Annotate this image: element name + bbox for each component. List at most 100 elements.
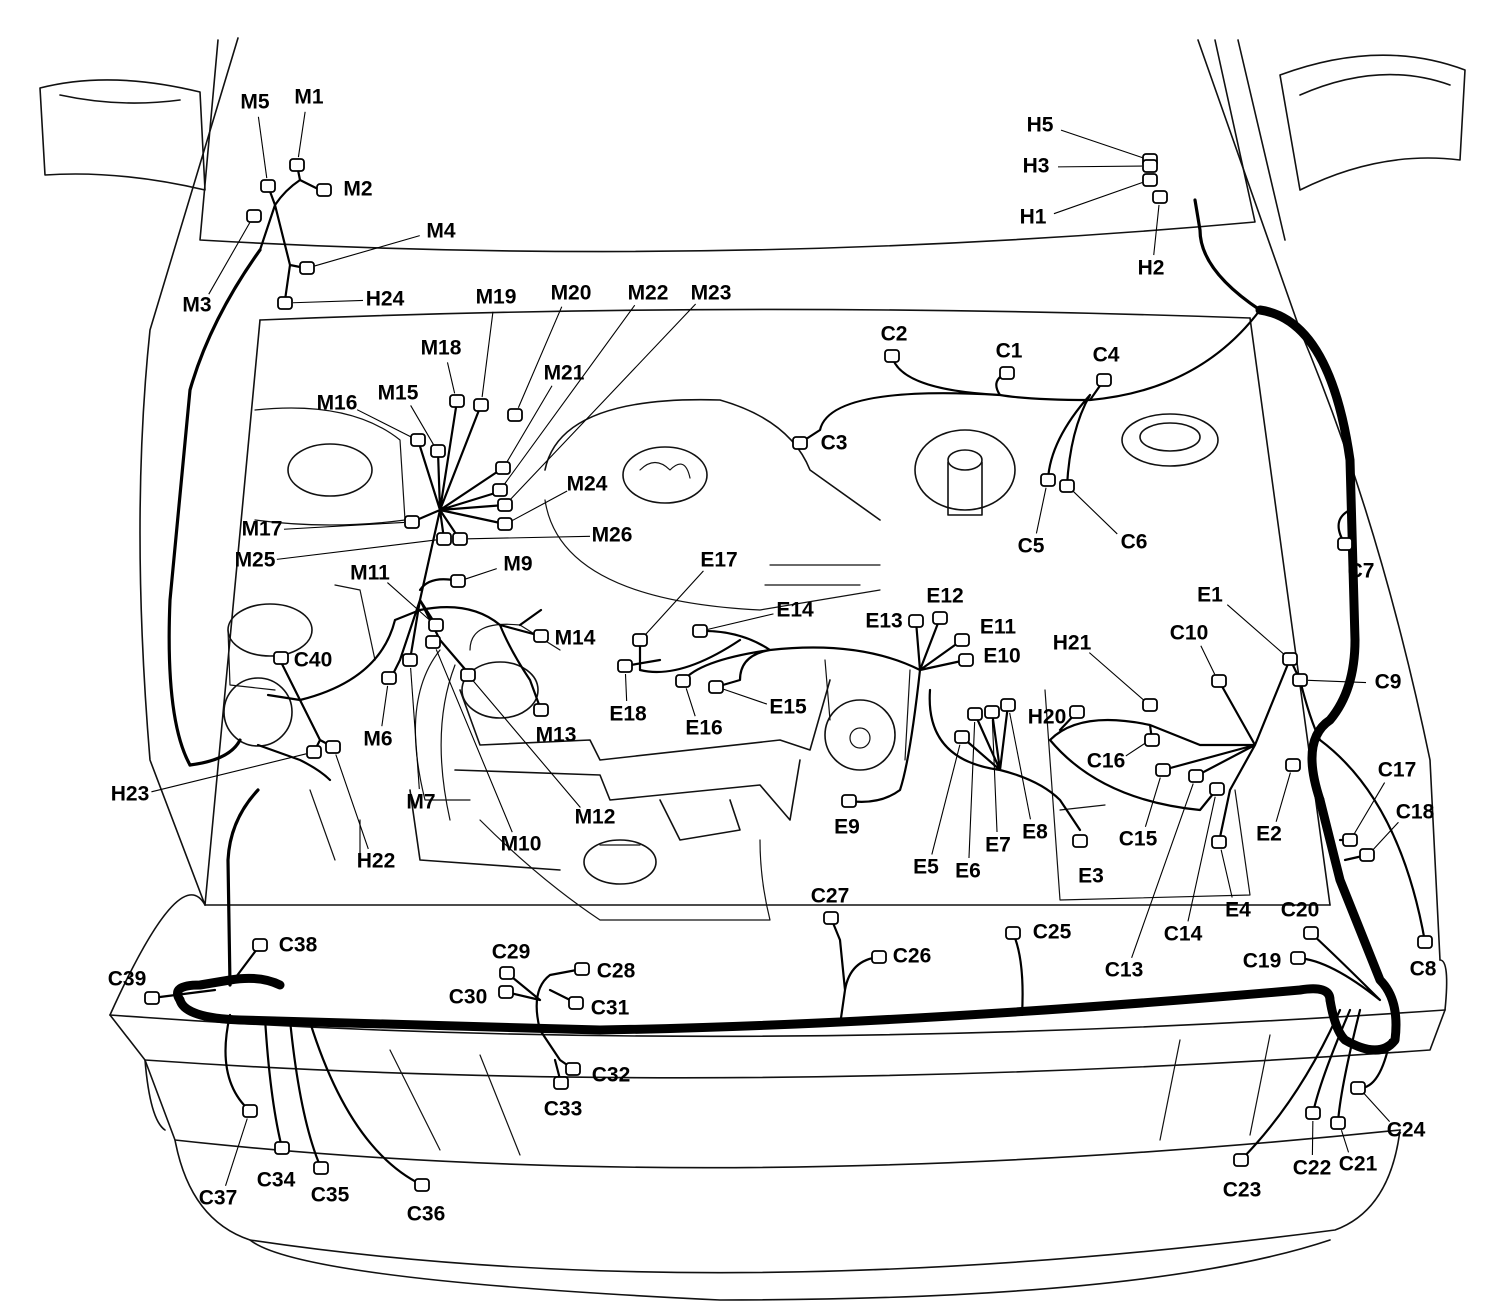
connector-c22 [1305, 1106, 1321, 1120]
leader-m15 [410, 405, 434, 445]
left-mirror [39, 79, 206, 191]
connector-c3 [792, 436, 808, 450]
leader-c24 [1363, 1092, 1391, 1123]
label-h1: H1 [1020, 206, 1047, 229]
connector-c10 [1211, 674, 1227, 688]
callout-leaders [151, 111, 1399, 1187]
connector-m12 [460, 668, 476, 682]
leader-c13 [1131, 783, 1194, 959]
label-c5: C5 [1018, 535, 1045, 558]
label-e5: E5 [913, 856, 939, 879]
leader-c10 [1200, 645, 1216, 675]
left-strut-tower [287, 443, 373, 497]
right-mirror [1279, 54, 1466, 191]
label-e6: E6 [955, 860, 981, 883]
label-m20: M20 [551, 282, 592, 305]
label-c20: C20 [1281, 899, 1320, 922]
label-h3: H3 [1023, 155, 1050, 178]
label-e12: E12 [926, 585, 963, 608]
leader-m7 [410, 667, 420, 790]
leader-e1 [1226, 604, 1285, 655]
leader-m6 [381, 685, 389, 727]
label-c4: C4 [1093, 344, 1120, 367]
leader-m22 [504, 304, 636, 484]
connector-c27 [823, 911, 839, 925]
leader-c16 [1125, 742, 1146, 757]
label-c27: C27 [811, 885, 850, 908]
label-m24: M24 [567, 473, 608, 496]
connector-m14 [533, 629, 549, 643]
leader-m5 [257, 116, 268, 179]
leader-m17 [283, 521, 405, 530]
connector-e1 [1282, 652, 1298, 666]
connector-m6 [381, 671, 397, 685]
connector-h24 [277, 296, 293, 310]
leader-c5 [1035, 487, 1047, 534]
connector-c7 [1337, 537, 1353, 551]
label-c9: C9 [1375, 671, 1402, 694]
leader-e6 [968, 721, 976, 859]
leader-h3 [1057, 165, 1143, 168]
connector-e5 [954, 730, 970, 744]
leader-c17 [1354, 782, 1386, 834]
label-e4: E4 [1225, 899, 1251, 922]
label-e15: E15 [769, 696, 807, 719]
connector-m23 [497, 498, 513, 512]
label-e18: E18 [609, 703, 647, 726]
leader-h1 [1053, 181, 1143, 215]
leader-h24 [292, 299, 364, 304]
label-m15: M15 [378, 382, 419, 405]
label-c18: C18 [1396, 801, 1435, 824]
right-strut-tower [1121, 413, 1219, 467]
leader-m11 [387, 582, 431, 621]
connector-c19 [1290, 951, 1306, 965]
leader-m3 [208, 222, 251, 295]
connector-m21 [495, 461, 511, 475]
leader-h22 [335, 754, 369, 850]
leader-m12 [472, 680, 581, 808]
connector-c2 [884, 349, 900, 363]
leader-h2 [1153, 204, 1160, 256]
connectors [144, 153, 1433, 1192]
left-pillar [139, 37, 239, 906]
label-c39: C39 [108, 968, 147, 991]
label-c13: C13 [1105, 959, 1144, 982]
connector-m19 [473, 398, 489, 412]
label-c37: C37 [199, 1187, 238, 1210]
label-c7: C7 [1348, 560, 1375, 583]
label-c17: C17 [1378, 759, 1417, 782]
leader-m25 [276, 539, 437, 560]
label-e7: E7 [985, 834, 1011, 857]
connector-e17 [632, 633, 648, 647]
connector-h1 [1142, 173, 1158, 187]
label-m5: M5 [240, 91, 269, 114]
leader-m26 [467, 535, 591, 540]
label-c16: C16 [1087, 750, 1126, 773]
leader-m23 [510, 303, 697, 500]
connector-m4 [299, 261, 315, 275]
connector-m1 [289, 158, 305, 172]
connector-h2 [1152, 190, 1168, 204]
label-c25: C25 [1033, 921, 1072, 944]
connector-c18 [1359, 848, 1375, 862]
label-e1: E1 [1197, 584, 1223, 607]
connector-m13 [533, 703, 549, 717]
label-c40: C40 [294, 649, 333, 672]
connector-e8 [1000, 698, 1016, 712]
label-c33: C33 [544, 1098, 583, 1121]
connector-e4 [1211, 835, 1227, 849]
connector-c36 [414, 1178, 430, 1192]
leader-c15 [1144, 777, 1161, 827]
connector-e14 [692, 624, 708, 638]
connector-m15 [430, 444, 446, 458]
leader-m21 [506, 385, 553, 462]
leader-m20 [517, 306, 563, 408]
label-m22: M22 [628, 282, 669, 305]
connector-m16 [410, 433, 426, 447]
leader-m24 [511, 490, 568, 522]
leader-m10 [435, 649, 513, 833]
right-pillar [1197, 39, 1441, 961]
label-c10: C10 [1170, 622, 1209, 645]
